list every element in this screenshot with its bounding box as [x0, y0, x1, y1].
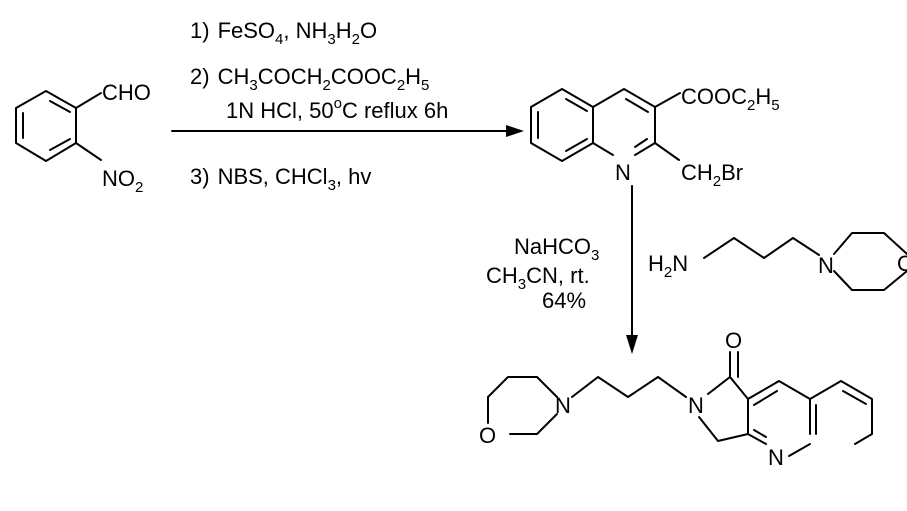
- start-material: CHO NO2: [15, 80, 151, 196]
- morpholine-ring-bottom: [833, 270, 907, 291]
- benzene-ring: [15, 90, 77, 162]
- ring-double-bond: [634, 138, 648, 148]
- reaction-arrow-1: [171, 125, 524, 137]
- ring-double-bond: [49, 138, 71, 151]
- product: N O N O N: [479, 328, 873, 470]
- ring-double-bond: [565, 138, 588, 152]
- amine-reagent: H2N N O: [648, 232, 907, 291]
- arrow-head: [626, 335, 638, 354]
- ring-double-bond: [753, 429, 767, 438]
- amine-morpholine-n: N: [818, 253, 834, 278]
- no2-bond: [75, 142, 102, 161]
- lactam-c-c-bond: [729, 376, 749, 400]
- ch2br-bond: [654, 142, 680, 161]
- ring-double-bond: [753, 390, 778, 406]
- pyridine-ring-top: [592, 88, 656, 156]
- pyridine-n-bond: [747, 433, 767, 445]
- side-condition-1: NaHCO3: [514, 234, 599, 264]
- product-quinoline-n: N: [768, 445, 784, 470]
- side-condition-yield: 64%: [542, 288, 586, 313]
- benzo-ring: [530, 88, 594, 162]
- ring-double-bond: [565, 98, 588, 112]
- amine-h2n: H2N: [648, 251, 688, 281]
- reaction-arrow-2: [626, 185, 638, 354]
- lactam-n-carbonyl-bond: [707, 376, 731, 395]
- pyridine-ring-top: [747, 380, 811, 435]
- ch2br-label: CH2Br: [681, 160, 743, 190]
- intermediate-quinoline: N COOC2H5 CH2Br: [530, 84, 780, 190]
- cho-label: CHO: [102, 80, 151, 105]
- side-condition-2: CH3CN, rt.: [486, 263, 590, 293]
- ring-double-bond: [842, 390, 867, 405]
- product-morpholine-o: O: [479, 423, 496, 448]
- ester-bond: [654, 92, 681, 108]
- pyridine-ring-n-bond: [592, 142, 614, 156]
- condition-step-2-detail: 1N HCl, 50oC reflux 6h: [226, 95, 448, 123]
- condition-step-1: 1)FeSO4, NH3H2O: [190, 18, 377, 48]
- product-lactam-n: N: [688, 393, 704, 418]
- lactam-ch2: [698, 416, 749, 442]
- product-morpholine-n: N: [555, 393, 571, 418]
- cho-bond: [75, 92, 102, 109]
- amine-morpholine-o: O: [897, 251, 907, 276]
- morpholine-ring-top: [833, 232, 907, 255]
- morpholine-ring-top: [487, 376, 558, 398]
- pyridine-n-c-bond: [788, 443, 811, 457]
- ring-double-bond: [49, 100, 71, 113]
- ester-label: COOC2H5: [681, 84, 780, 114]
- product-carbonyl-o: O: [725, 328, 742, 353]
- propyl-chain: [571, 376, 687, 398]
- propyl-chain: [703, 237, 820, 259]
- condition-step-3: 3)NBS, CHCl3, hv: [190, 164, 371, 194]
- condition-step-2: 2)CH3COCH2COOC2H5: [190, 64, 429, 94]
- ring-double-bond: [625, 98, 649, 113]
- benzo-ring: [809, 380, 873, 445]
- morpholine-ring-bottom-right: [509, 413, 558, 435]
- arrow-head: [506, 125, 524, 137]
- quinoline-n: N: [615, 160, 631, 185]
- no2-label: NO2: [102, 166, 143, 196]
